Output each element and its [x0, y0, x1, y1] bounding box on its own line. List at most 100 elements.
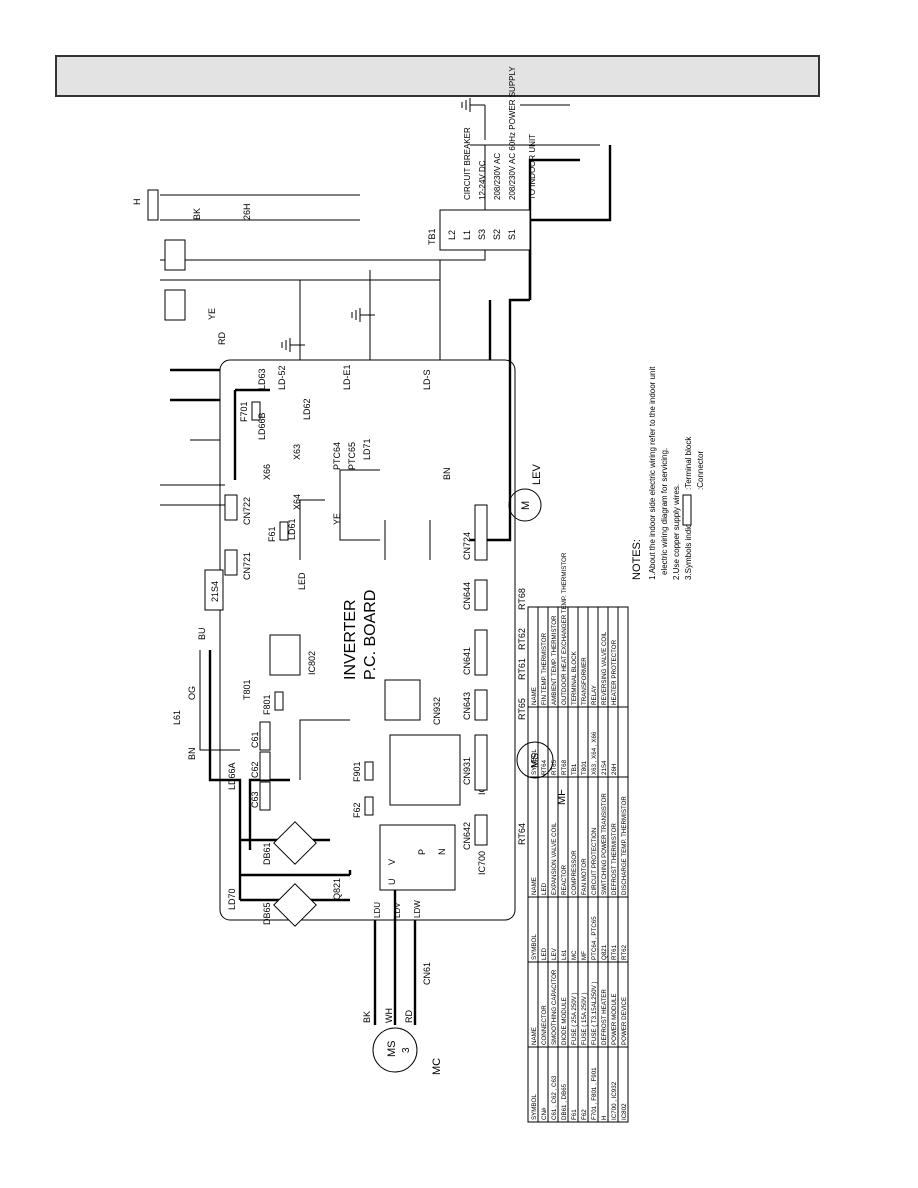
ld66b-label: LD66B	[257, 412, 267, 440]
cn932-box	[384, 679, 421, 721]
h-label: H	[132, 199, 142, 206]
legend-cell: DEFROST THERMISTOR	[611, 823, 618, 895]
legend-cell: MF	[581, 951, 588, 960]
tb1-l1: L1	[462, 230, 472, 240]
schematic: MS 3 MC BK WH RD CN61 IC700 U V P N LDU …	[132, 66, 705, 1075]
legend-cell: T801	[581, 760, 588, 775]
legend-cell: X63 , X64 , X66	[591, 731, 598, 775]
pcb-outline	[219, 359, 516, 921]
rt64-label: RT64	[517, 823, 527, 845]
legend-cell: IC802	[621, 1103, 628, 1120]
ld70-label: LD70	[227, 888, 237, 910]
rt65-label: RT65	[517, 698, 527, 720]
t801-label: T801	[242, 679, 252, 700]
legend-cell: TRANSFORMER	[581, 657, 588, 705]
dc-label: 12-24V DC	[478, 160, 487, 200]
mc-three: 3	[401, 1047, 412, 1053]
ground-icon-3	[351, 308, 375, 322]
cn642-box	[474, 814, 488, 846]
legend-header: NAME	[531, 877, 538, 895]
fan-motor	[516, 741, 554, 779]
legend-cell: FUSE ( T3.15AL250V )	[591, 981, 598, 1045]
legend-cell: 26H	[611, 764, 618, 775]
tb1-s2: S2	[492, 229, 502, 240]
ld52-label: LD-52	[277, 365, 287, 390]
lev-label: LEV	[531, 464, 543, 485]
tb1-s3: S3	[477, 229, 487, 240]
wire-rd-1: RD	[404, 1010, 414, 1023]
ptc65-label: PTC65	[347, 442, 357, 470]
legend-cell: DIODE MODULE	[561, 997, 568, 1045]
f701-shape	[251, 401, 261, 421]
legend-cell: RT65	[551, 759, 558, 775]
board-title-1: INVERTER	[342, 599, 359, 680]
legend-cell: RT61	[611, 944, 618, 960]
legend-cell: OUTDOOR HEAT EXCHANGER TEMP. THERMISTOR	[561, 552, 568, 705]
legend-header: NAME	[531, 687, 538, 705]
ldu-label: LDU	[373, 902, 382, 918]
led-label: LED	[297, 572, 307, 590]
legend-cell: RELAY	[591, 685, 598, 705]
lev-motor	[508, 488, 542, 522]
wire-bn-2: BN	[442, 467, 452, 480]
note-1: 1.About the indoor side electric wiring …	[648, 366, 657, 580]
rt68-label: RT68	[517, 588, 527, 610]
legend-cell: CONNECTOR	[541, 1005, 548, 1045]
ld66a-label: LD66A	[227, 762, 237, 790]
ground-icon-2	[281, 338, 305, 352]
legend-cell: POWER MODULE	[611, 993, 618, 1045]
connector-note: :Connector	[696, 451, 705, 490]
cn644-label: CN644	[462, 582, 472, 610]
header-bar	[55, 55, 820, 97]
ldw-label: LDW	[413, 900, 422, 918]
cn643-box	[474, 689, 488, 721]
notes-heading: NOTES:	[631, 539, 643, 580]
legend-cell: L61	[561, 949, 568, 960]
ic700-n: N	[437, 849, 447, 856]
c61-label: C61	[250, 731, 260, 748]
ic802-box	[269, 634, 301, 676]
mc-ms: MS	[386, 1041, 398, 1058]
ld71-label: LD71	[362, 438, 372, 460]
ldv-label: LDV	[393, 902, 402, 918]
ld51-label: LD-E1	[342, 364, 352, 390]
legend-cell: HEATER PROTECTOR	[611, 639, 618, 705]
f801-label: F801	[262, 694, 272, 715]
breaker-label: CIRCUIT BREAKER	[463, 127, 472, 200]
cn931-label: CN931	[462, 757, 472, 785]
legend-header: SYMBOL	[531, 934, 538, 960]
legend-cell: FUSE ( 15A 250V )	[581, 992, 588, 1045]
wire-bk-1: BK	[362, 1011, 372, 1023]
tb1-block	[439, 209, 531, 251]
ic802-label: IC802	[307, 651, 317, 675]
cn644-box	[474, 579, 488, 611]
wire-rd-2: RD	[217, 332, 227, 345]
f701-label: F701	[239, 401, 249, 422]
ptc64-label: PTC64	[332, 442, 342, 470]
cn724-label: CN724	[462, 532, 472, 560]
legend-cell: TERMINAL BLOCK	[571, 650, 578, 705]
to-indoor-label: TO INDOOR UNIT	[528, 134, 537, 200]
legend-cell: FIN TEMP. THERMISTOR	[541, 632, 548, 705]
legend-cell: LEV	[551, 947, 558, 960]
f62-label: F62	[352, 802, 362, 818]
mc-label: MC	[431, 1058, 443, 1075]
cn931-box	[474, 734, 488, 791]
legend-cell: RT62	[621, 944, 628, 960]
compressor-motor	[372, 1027, 418, 1073]
x66-label: X66	[262, 464, 272, 480]
legend-cell: CN#	[541, 1107, 548, 1120]
legend-cell: REVERSING VALVE COIL	[601, 631, 608, 705]
legend-cell: RT64	[541, 759, 548, 775]
f901-shape	[364, 761, 374, 781]
ld62-label: LD62	[302, 398, 312, 420]
legend-header: SYMBOL	[531, 749, 538, 775]
c63-shape	[259, 781, 271, 811]
rt61-label: RT61	[517, 658, 527, 680]
cn641-label: CN641	[462, 647, 472, 675]
ic700-p: P	[417, 849, 427, 855]
ic700-box	[379, 824, 456, 891]
db65-shape	[273, 883, 317, 927]
26h-label: 26H	[242, 203, 252, 220]
cn61-label: CN61	[422, 962, 432, 985]
